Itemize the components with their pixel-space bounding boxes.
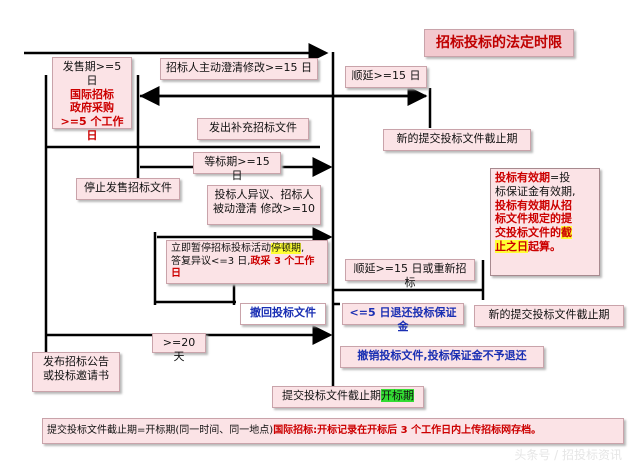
- twenty-days-box: >=20 天: [152, 333, 206, 363]
- active-clarify-label: 招标人主动澄清修改>=15 日: [166, 61, 312, 74]
- new-deadline-label-2: 新的提交投标文件截止期: [488, 308, 610, 321]
- objection-box: 投标人异议、招标人 被动澄清 修改>=10: [207, 185, 321, 225]
- suspend-line-2: 答复异议<=3 日,政采 3 个工作日: [171, 256, 323, 281]
- validity-line-5: 交投标文件的截: [495, 226, 595, 240]
- suspend-comma: ,: [301, 243, 305, 254]
- supplement-label: 发出补充招标文件: [209, 121, 297, 134]
- suspend-line-1: 立即暂停招标投标活动停顿期,: [171, 243, 323, 256]
- validity-line-4: 标文件规定的提: [495, 212, 572, 226]
- footer-text-a: 提交投标文件截止期=开标期(同一时间、同一地点): [47, 425, 274, 436]
- publish-label-1: 发布招标公告: [43, 355, 109, 368]
- suspend-text: 立即暂停招标投标活动: [171, 243, 271, 254]
- footer-note: 提交投标文件截止期=开标期(同一时间、同一地点)国际招标:开标记录在开标后 3 …: [42, 418, 624, 444]
- validity-line-6a: 止之日: [495, 239, 528, 253]
- stop-sale-box: 停止发售招标文件: [76, 178, 180, 200]
- new-deadline-box-2: 新的提交投标文件截止期: [474, 305, 624, 327]
- validity-term: 投标有效期: [495, 171, 550, 184]
- sale-gov-label: 政府采购: [70, 101, 114, 115]
- wait-period-label: 等标期>=15 日: [204, 155, 270, 182]
- revoke-label-b: 投标文件,投标保证金不予退还: [379, 349, 527, 362]
- sale-period-box: 发售期>=5 日 国际招标 政府采购 >=5 个工作日: [52, 57, 132, 142]
- validity-line-3: 投标有效期从招: [495, 198, 572, 212]
- extend-label-2: 顺延>=15 日或重新招标: [353, 262, 467, 289]
- active-clarify-box: 招标人主动澄清修改>=15 日: [160, 58, 318, 80]
- suspend-reply: 答复异议<=3 日,: [171, 255, 251, 267]
- extend-box-2: 顺延>=15 日或重新招标: [345, 259, 475, 289]
- validity-line-5a: 交投标文件的: [495, 226, 561, 239]
- suspend-gov: 政采 3 个工作日: [171, 255, 315, 280]
- twenty-days-label: >=20 天: [162, 336, 196, 363]
- revoke-label-a: 撤销: [357, 349, 380, 362]
- sale-workdays-label: >=5 个工作日: [60, 115, 124, 142]
- sale-intl-label: 国际招标: [70, 87, 114, 101]
- validity-line-6: 止之日起算。: [495, 239, 595, 254]
- publish-label-2: 或投标邀请书: [43, 368, 109, 382]
- objection-label-1: 投标人异议、招标人: [214, 188, 314, 201]
- validity-box: 投标有效期=投 标保证金有效期, 投标有效期从招 标文件规定的提 交投标文件的截…: [490, 168, 600, 276]
- supplement-box: 发出补充招标文件: [197, 118, 309, 140]
- validity-line-1: 投标有效期=投: [495, 171, 595, 185]
- refund-box: <=5 日退还投标保证金: [342, 303, 464, 333]
- diagram-title: 招标投标的法定时限: [424, 29, 574, 57]
- submit-deadline-box: 提交投标文件截止期开标期: [272, 386, 424, 408]
- new-deadline-label-1: 新的提交投标文件截止期: [396, 132, 518, 145]
- withdraw-label-a: 撤回: [250, 306, 272, 319]
- validity-line-6b: 起算。: [528, 239, 561, 253]
- validity-line-2: 标保证金有效期,: [495, 184, 576, 198]
- stop-sale-label: 停止发售招标文件: [84, 181, 172, 194]
- suspend-period: 停顿期: [271, 243, 301, 254]
- suspend-box: 立即暂停招标投标活动停顿期, 答复异议<=3 日,政采 3 个工作日: [166, 240, 328, 284]
- new-deadline-box-1: 新的提交投标文件截止期: [383, 129, 531, 151]
- validity-line-5b: 截: [561, 226, 572, 239]
- objection-label-2: 被动澄清 修改>=10: [213, 201, 315, 215]
- extend-box-1: 顺延>=15 日: [345, 66, 427, 88]
- withdraw-label-b: 投标文件: [272, 306, 316, 319]
- footer-text-b: 国际招标:开标记录在开标后 3 个工作日内上传招标网存档。: [273, 425, 542, 436]
- publish-box: 发布招标公告 或投标邀请书: [32, 352, 120, 392]
- sale-period-label: 发售期>=5 日: [62, 60, 122, 87]
- bid-opening-label: 开标期: [381, 389, 414, 402]
- submit-deadline-label: 提交投标文件截止期: [282, 389, 381, 402]
- extend-label-1: 顺延>=15 日: [351, 69, 421, 82]
- watermark: 头条号 / 招投标资讯: [514, 448, 622, 462]
- title-text: 招标投标的法定时限: [436, 35, 562, 51]
- validity-eq: =投: [550, 171, 571, 184]
- withdraw-box: 撤回投标文件: [240, 303, 326, 325]
- revoke-box: 撤销投标文件,投标保证金不予退还: [340, 346, 544, 368]
- wait-period-box: 等标期>=15 日: [193, 152, 281, 182]
- refund-label: <=5 日退还投标保证金: [349, 306, 457, 333]
